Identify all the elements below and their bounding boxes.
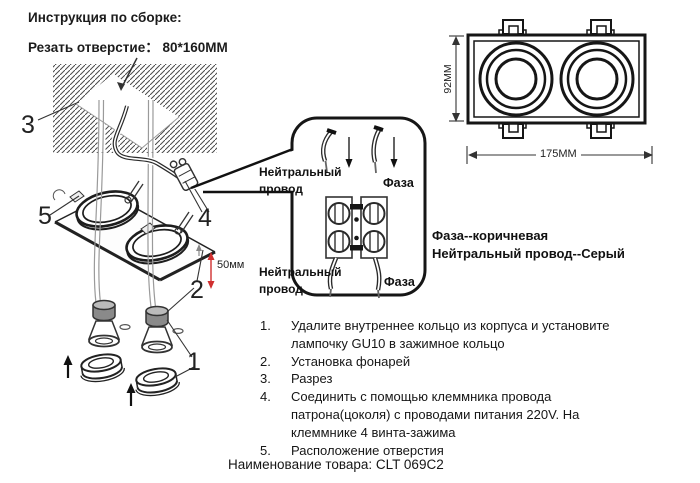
- instruction-number: 1.: [260, 318, 271, 333]
- left-ring-drawing: [75, 190, 140, 231]
- mains-wires: [93, 99, 157, 312]
- up-arrows: [63, 355, 136, 406]
- leader-lines: [49, 180, 210, 378]
- instruction-text: Соединить с помощью клеммника провода па…: [291, 389, 580, 440]
- instruction-number: 3.: [260, 371, 271, 387]
- terminal-block: [325, 196, 388, 259]
- incoming-wires: [321, 125, 384, 174]
- instruction-item: 1. Удалите внутреннее кольцо из корпуса …: [260, 317, 632, 353]
- outgoing-wires: [327, 257, 382, 299]
- instruction-item: 5. Расположение отверстия: [260, 442, 632, 460]
- instruction-text: Удалите внутреннее кольцо из корпуса и у…: [291, 318, 610, 351]
- insert-direction-arrows: [345, 137, 398, 168]
- instruction-item: 3. Разрез: [260, 370, 632, 388]
- width-dimension-label: 175MM: [540, 148, 577, 160]
- cut-hole-note: Резать отверстие： 80*160MM: [28, 40, 228, 55]
- depth-dimension-label: 50мм: [217, 259, 245, 271]
- wire-color-note: Фаза--коричневая Нейтральный провод--Сер…: [432, 228, 625, 261]
- width-dimension-arrow: [466, 146, 653, 164]
- leader-3: [37, 101, 80, 121]
- instruction-number: 5.: [260, 442, 271, 458]
- instruction-number: 2.: [260, 353, 271, 369]
- callout-number-2: 2: [190, 276, 204, 304]
- wiring-detail-balloon: [190, 116, 427, 299]
- supply-wire: [111, 105, 184, 182]
- instruction-number: 4.: [260, 389, 271, 405]
- neutral-wire-label-bottom: Нейтральный провод: [259, 265, 342, 296]
- instruction-text: Расположение отверстия: [291, 442, 444, 458]
- fixture-top-view: [449, 19, 653, 164]
- height-dimension-arrow: [449, 35, 464, 122]
- neutral-wire-label-top: Нейтральный провод: [259, 165, 342, 196]
- page-title: Инструкция по сборке:: [28, 10, 182, 25]
- callout-number-1: 1: [187, 348, 201, 376]
- instruction-text: Установка фонарей: [291, 353, 411, 369]
- height-dimension-label: 92MM: [442, 64, 454, 94]
- phase-label-bottom: Фаза: [384, 275, 415, 289]
- ceiling-cutout-drawing: [53, 64, 217, 153]
- depth-dimension-arrow: [196, 244, 215, 289]
- insert-arrow: [117, 57, 138, 91]
- phase-label-top: Фаза: [383, 176, 414, 190]
- instruction-text: Разрез: [291, 371, 333, 387]
- lamp-sockets: [87, 299, 184, 354]
- callout-number-4: 4: [198, 204, 212, 232]
- trim-ring-left: [80, 353, 125, 383]
- instructions-list: 1. Удалите внутреннее кольцо из корпуса …: [260, 317, 632, 459]
- product-name: Наименование товара: CLT 069C2: [228, 457, 444, 472]
- callout-number-5: 5: [38, 202, 52, 230]
- instruction-item: 4. Соединить с помощью клеммника провода…: [260, 388, 632, 441]
- trim-ring-right: [135, 367, 180, 397]
- instruction-item: 2. Установка фонарей: [260, 353, 632, 371]
- callout-number-3: 3: [21, 111, 35, 139]
